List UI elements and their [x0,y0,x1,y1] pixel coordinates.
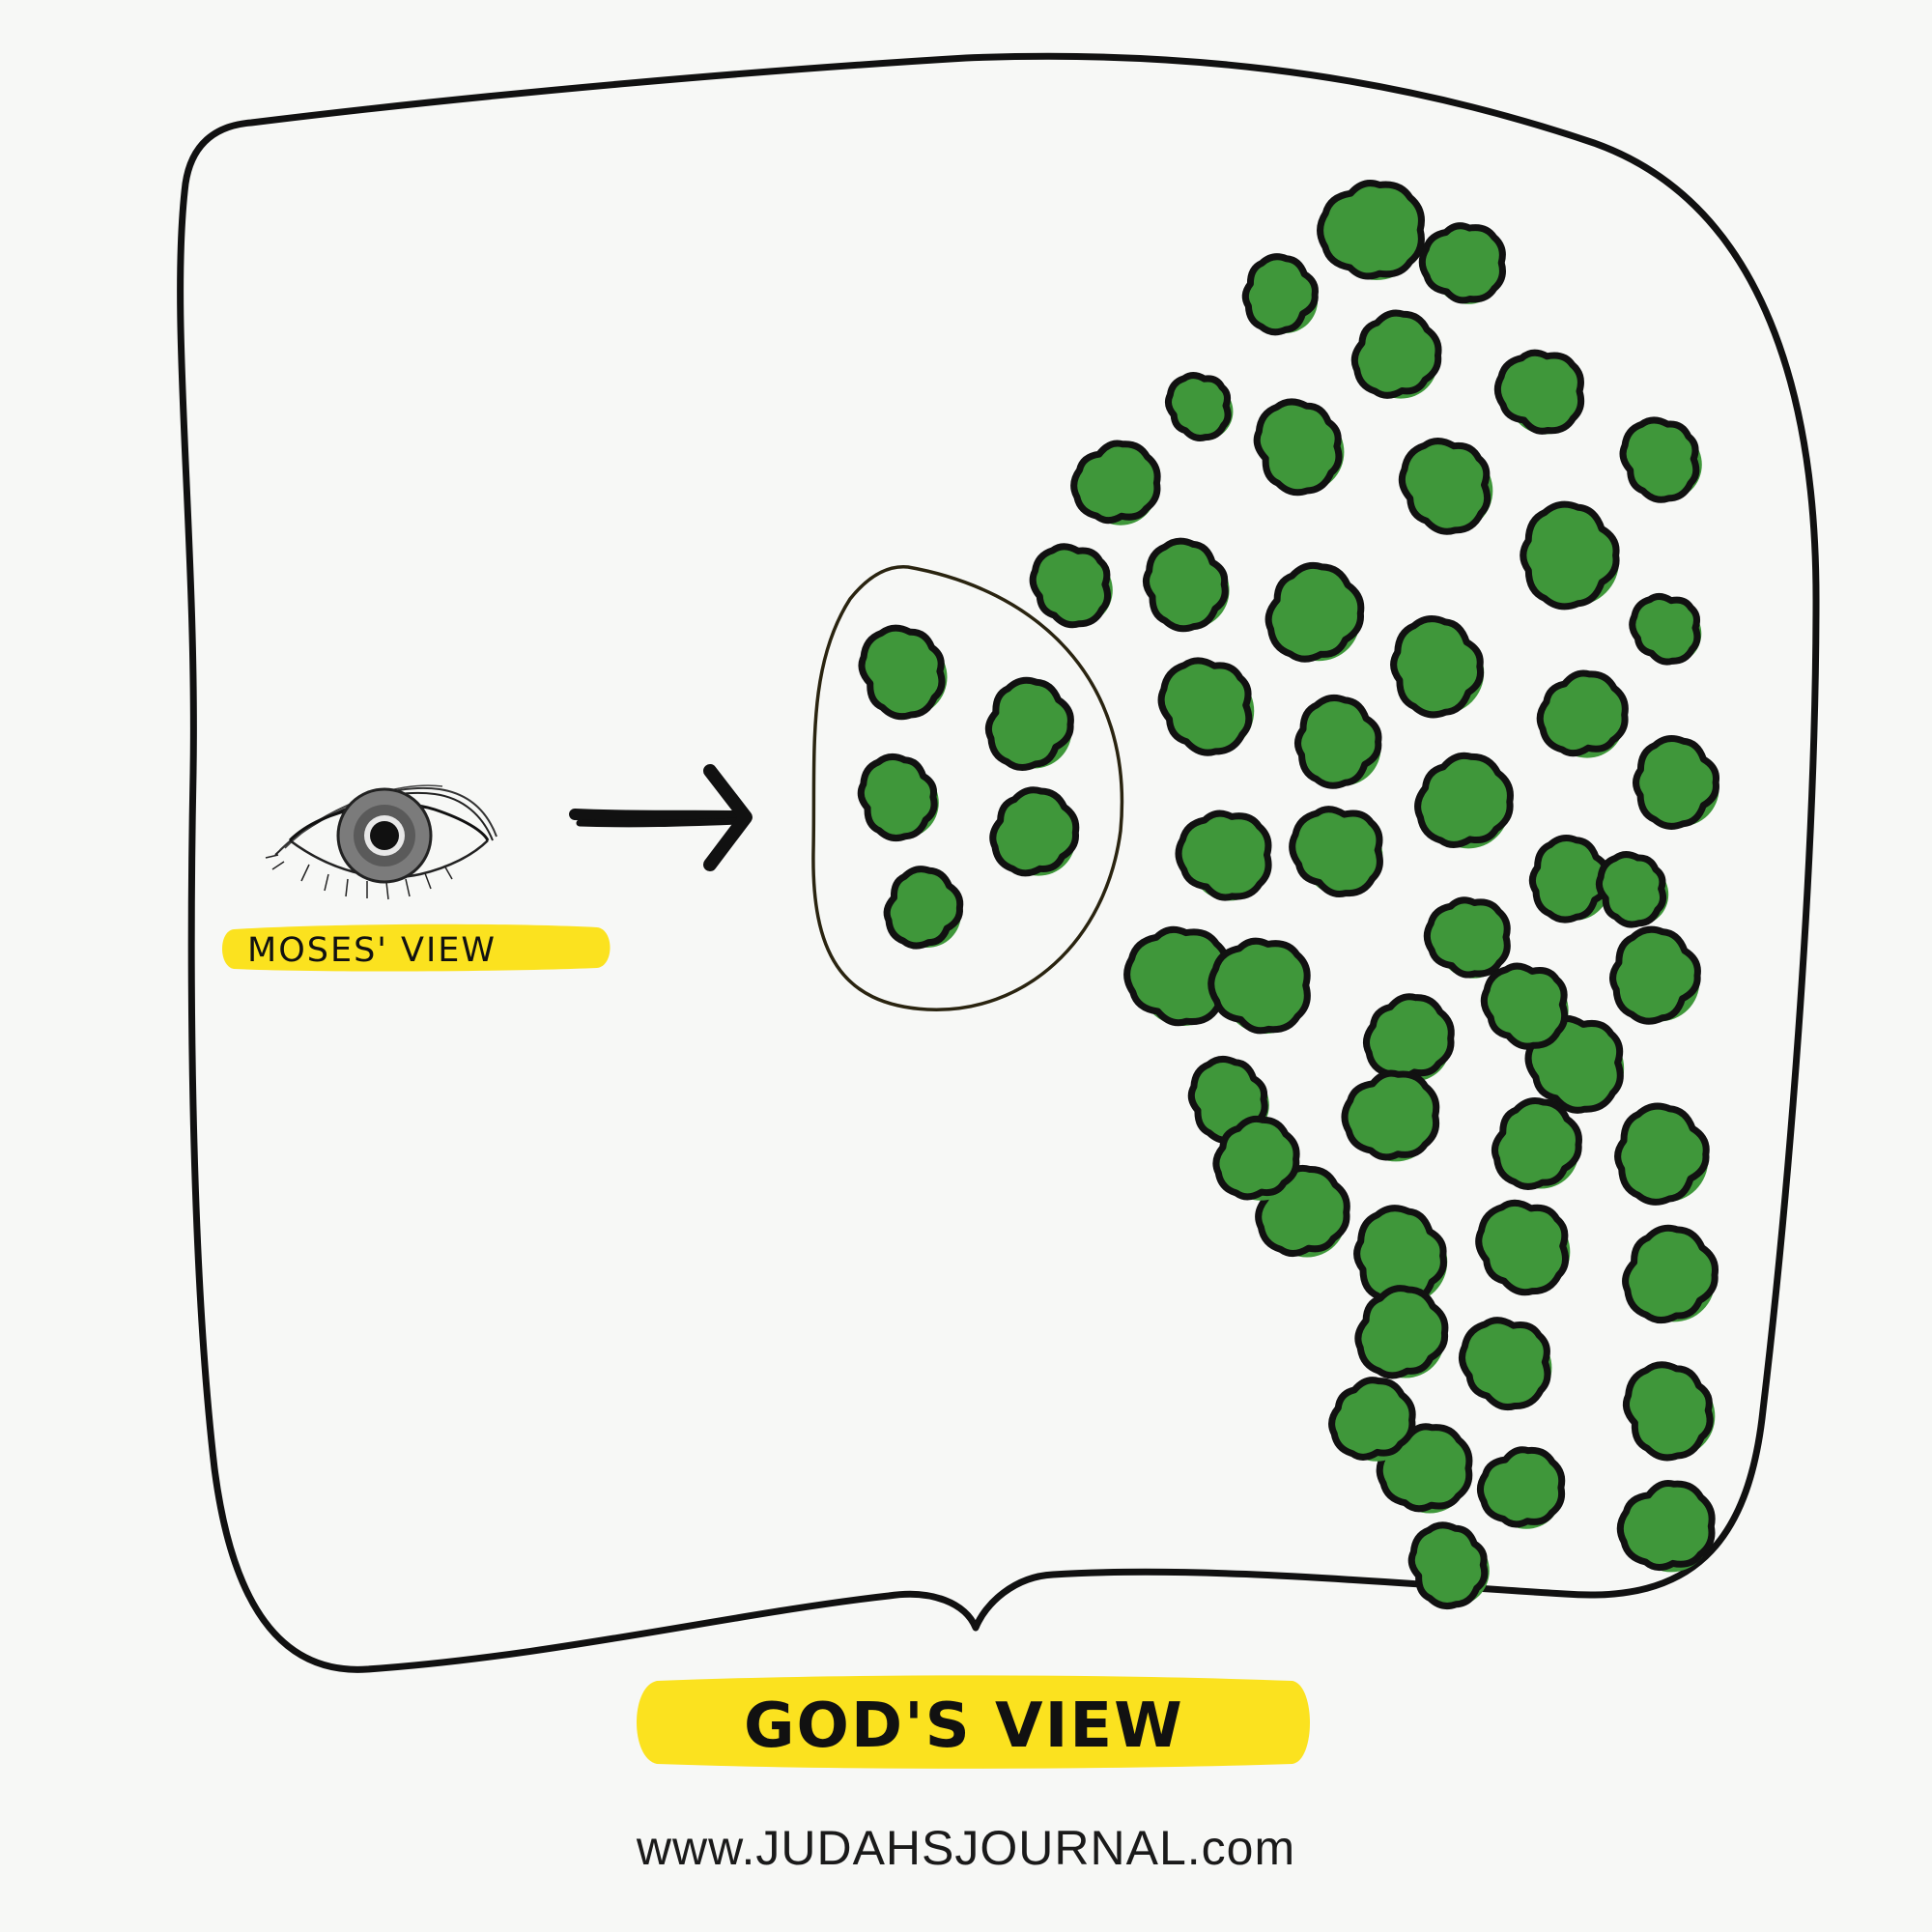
crowd-person [1362,993,1455,1081]
crowd-person [1175,810,1272,901]
crowd-person [1414,752,1514,848]
crowd-person [1070,440,1161,525]
crowd-person [1294,694,1382,789]
crowd-person [1241,253,1319,336]
moses-view-highlight [222,923,611,972]
crowd-person-seen [984,676,1074,771]
crowd-person [1423,896,1511,979]
arrow-right-icon [569,764,753,871]
crowd-person-seen [858,624,946,721]
crowd-person [1480,962,1569,1050]
crowd-person [1208,937,1311,1035]
crowd-person [1354,1285,1449,1379]
crowd-person [1418,222,1506,304]
crowd-person [1528,835,1611,923]
crowd-person [1536,669,1629,757]
crowd-person-seen [857,753,938,842]
crowd-person [1458,1317,1551,1411]
crowd-person [1619,416,1700,503]
footer-url: www.JUDAHSJOURNAL.com [636,1821,1296,1875]
crowd-person [1629,592,1701,666]
crowd-person [1390,615,1484,719]
crowd-person [1289,806,1383,897]
gods-view-label: GOD'S VIEW [637,1675,1310,1769]
crowd-person [1616,1480,1716,1572]
gods-view-frame [177,52,1820,1673]
crowd-person [1317,180,1425,280]
crowd-person [1622,1224,1719,1324]
crowd-person [1142,537,1229,633]
crowd-person [1157,657,1253,756]
crowd-person-seen [883,866,964,950]
crowd-person [1491,1097,1582,1190]
crowd-person [1253,398,1343,497]
crowd-person [1164,372,1232,441]
crowd-outside-moses-view [1029,180,1719,1609]
crowd-person [1350,309,1442,399]
crowd-person [1476,1446,1566,1528]
gods-view-highlight [637,1675,1310,1769]
gods-view-text: GOD'S VIEW [744,1690,1184,1762]
crowd-person [1622,1361,1714,1462]
crowd-person [1123,925,1231,1027]
crowd-person [1264,561,1365,663]
crowd-person [1609,925,1701,1025]
crowd-person [1328,1377,1416,1461]
crowd-person [1595,851,1667,928]
crowd-person [1212,1115,1300,1201]
moses-view-label: MOSES' VIEW [222,923,611,972]
crowd-person [1633,735,1719,830]
crowd-person [1614,1102,1710,1206]
crowd-person-seen [989,786,1080,877]
crowd-person [1493,349,1585,435]
crowd-person [1407,1521,1489,1609]
crowd-person [1520,500,1620,611]
eye-icon [265,784,497,900]
crowd-person [1341,1069,1440,1161]
crowd-person [1398,438,1492,535]
crowd-inside-moses-view [857,624,1080,950]
moses-view-text: MOSES' VIEW [247,931,497,970]
crowd-person [1475,1199,1570,1296]
moses-view-circle [811,565,1124,1011]
crowd-person [1029,543,1112,629]
